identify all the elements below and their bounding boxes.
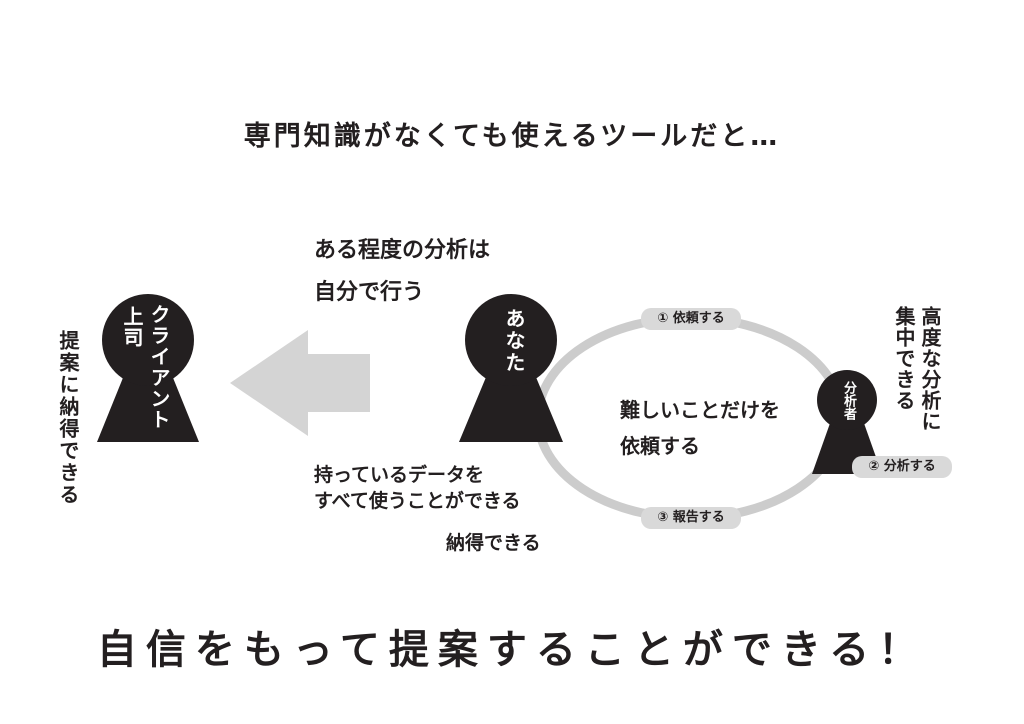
center-text-line1: 難しいことだけを xyxy=(620,398,780,422)
client-label-line2: 上司 xyxy=(120,306,144,348)
arrow-caption-line2: 自分で行う xyxy=(314,280,425,305)
client-person-icon xyxy=(97,294,199,442)
left-arrow-icon xyxy=(230,330,370,436)
below-you-line2: すべて使うことができる xyxy=(314,490,521,512)
client-label-line1: クライアント xyxy=(147,304,171,430)
arrow-caption-line1: ある程度の分析は xyxy=(314,238,491,263)
you-label: あなた xyxy=(502,308,526,374)
below-you-line3: 納得できる xyxy=(446,532,541,554)
analyst-label: 分析者 xyxy=(841,381,856,420)
left-side-label: 提案に納得できる xyxy=(56,330,80,506)
analyst-side-line1: 高度な分析に xyxy=(918,306,942,432)
center-text-line2: 依頼する xyxy=(620,434,700,458)
below-you-line1: 持っているデータを xyxy=(314,464,485,486)
step1-badge: ① 依頼する xyxy=(641,308,741,330)
step3-badge: ③ 報告する xyxy=(641,507,741,529)
analyst-side-line2: 集中できる xyxy=(892,306,916,411)
headline-top: 専門知識がなくても使えるツールだと… xyxy=(243,121,781,152)
you-person-icon xyxy=(459,294,563,442)
headline-bottom: 自信をもって提案することができる！ xyxy=(96,627,928,673)
step2-badge: ② 分析する xyxy=(852,456,952,478)
